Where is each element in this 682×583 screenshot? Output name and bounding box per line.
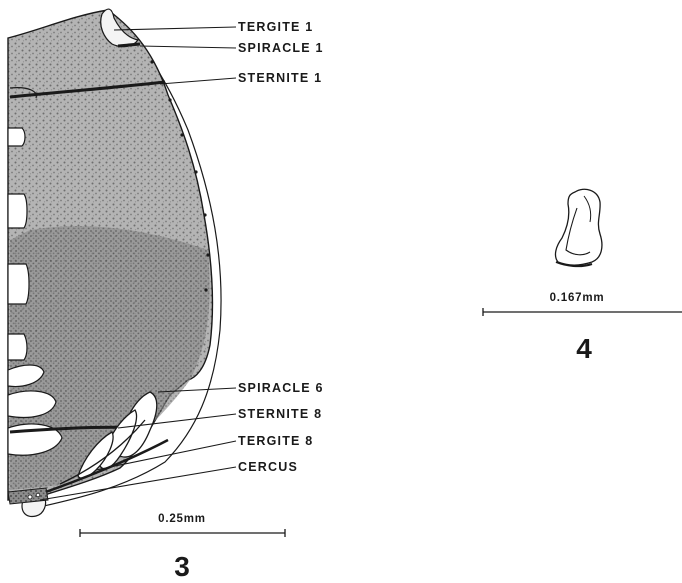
label-spiracle-1: SPIRACLE 1 <box>238 41 324 55</box>
abdomen-drawing <box>8 9 221 516</box>
scale-bar-fig4: 0.167mm <box>483 292 682 316</box>
label-cercus: CERCUS <box>238 460 298 474</box>
leader-tergite-1 <box>114 27 236 30</box>
structure-fig4 <box>555 189 601 266</box>
leader-spiracle-1 <box>140 46 236 48</box>
label-tergite-1: TERGITE 1 <box>238 20 313 34</box>
figure-number-3: 3 <box>174 551 190 582</box>
scale-bar-fig3: 0.25mm <box>80 513 285 537</box>
leader-sternite-1 <box>160 78 236 84</box>
label-sternite-1: STERNITE 1 <box>238 71 322 85</box>
label-sternite-8: STERNITE 8 <box>238 407 322 421</box>
label-spiracle-6: SPIRACLE 6 <box>238 381 324 395</box>
figure-number-4: 4 <box>576 333 592 364</box>
label-tergite-8: TERGITE 8 <box>238 434 313 448</box>
scale-label-fig3: 0.25mm <box>158 513 206 525</box>
scale-label-fig4: 0.167mm <box>550 292 605 304</box>
spiracle-1-mark <box>118 44 140 46</box>
